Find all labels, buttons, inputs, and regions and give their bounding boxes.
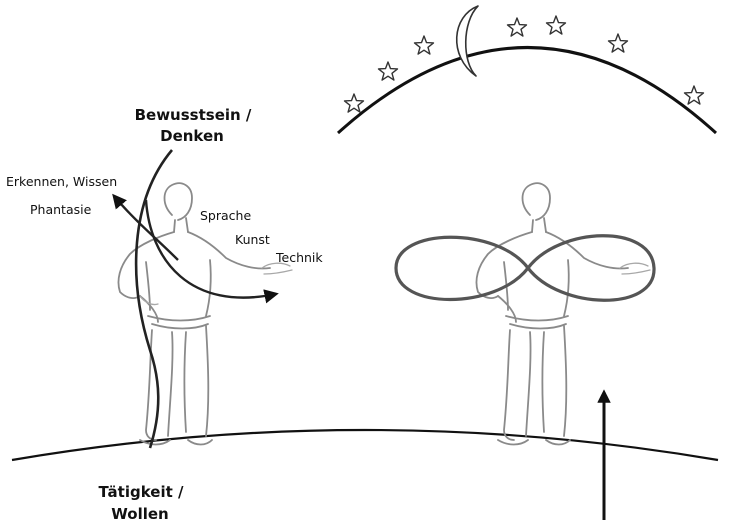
star-icon — [345, 94, 364, 112]
ground-arc — [12, 430, 718, 460]
star-icon — [508, 18, 527, 36]
label-consciousness-line2: Denken — [160, 127, 224, 145]
stars-group — [345, 16, 704, 112]
label-consciousness-line1: Bewusstsein / — [135, 106, 252, 124]
sky-arc — [338, 48, 716, 134]
right-figure-sketch — [476, 183, 650, 444]
label-art: Kunst — [235, 232, 270, 247]
label-fantasy: Phantasie — [30, 202, 92, 217]
star-icon — [547, 16, 566, 34]
star-icon — [379, 62, 398, 80]
label-activity-line2: Wollen — [111, 505, 168, 523]
label-knowing: Erkennen, Wissen — [6, 174, 117, 189]
moon-icon — [457, 6, 478, 76]
star-icon — [609, 34, 628, 52]
star-icon — [685, 86, 704, 104]
label-technology: Technik — [275, 250, 323, 265]
consciousness-curve — [136, 150, 172, 448]
label-activity-line1: Tätigkeit / — [99, 483, 184, 501]
label-language: Sprache — [200, 208, 251, 223]
star-icon — [415, 36, 434, 54]
